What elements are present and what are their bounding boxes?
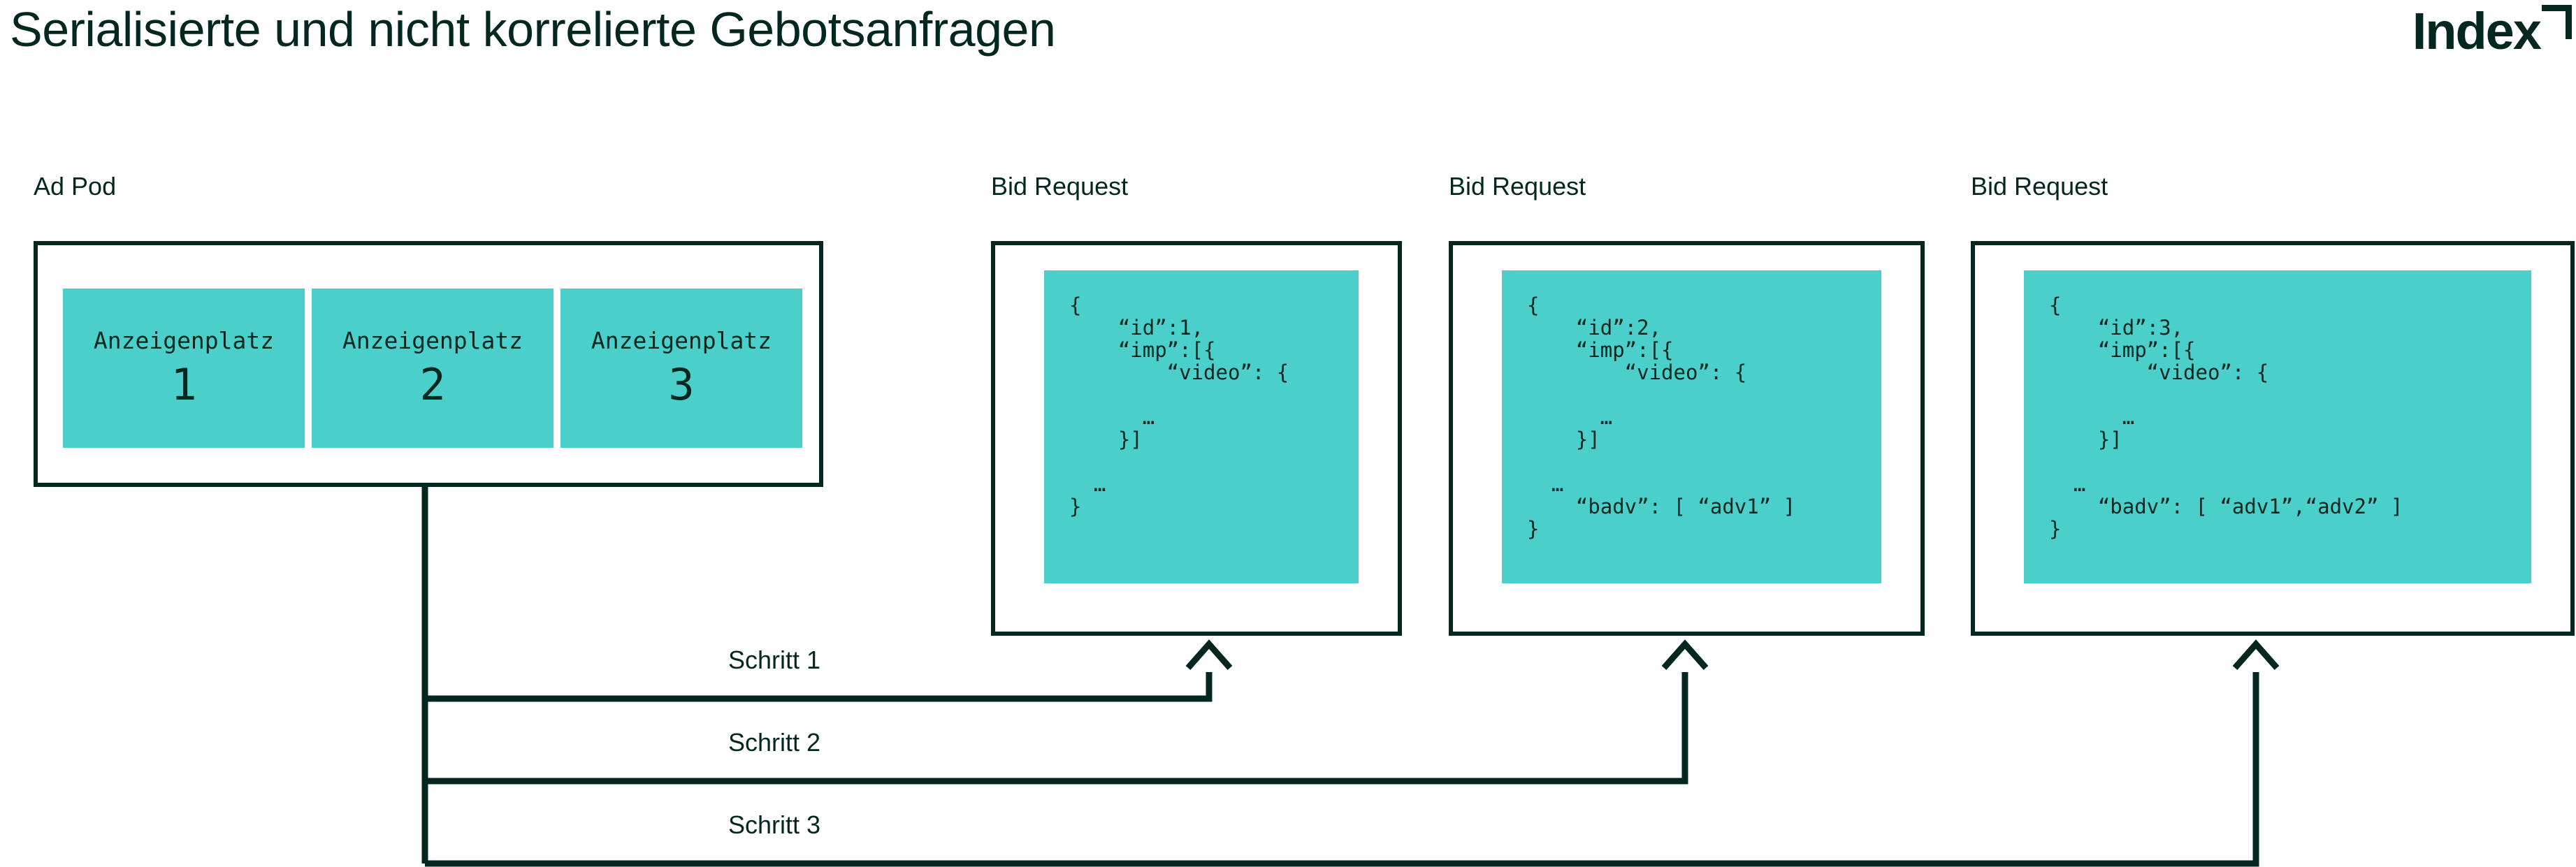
bid-request-1-code-panel: { “id”:1, “imp”:[{ “video”: { … }] … } <box>1044 270 1359 583</box>
ad-slot-3[interactable]: Anzeigenplatz 3 <box>560 289 802 448</box>
bid-request-1-container: { “id”:1, “imp”:[{ “video”: { … }] … } <box>991 241 1402 636</box>
brand-wordmark: Index <box>2412 2 2542 60</box>
bid-request-2-container: { “id”:2, “imp”:[{ “video”: { … }] … “ba… <box>1449 241 1925 636</box>
ad-pod-label: Ad Pod <box>34 172 117 201</box>
step-1-label: Schritt 1 <box>728 646 821 674</box>
bid-request-2-code-panel: { “id”:2, “imp”:[{ “video”: { … }] … “ba… <box>1502 270 1881 583</box>
bid-request-1-code: { “id”:1, “imp”:[{ “video”: { … }] … } <box>1069 293 1289 518</box>
ad-slot-2-number: 2 <box>419 359 446 410</box>
bid-request-2-label: Bid Request <box>1449 172 1586 201</box>
bid-request-3-label: Bid Request <box>1971 172 2108 201</box>
ad-slot-1-number: 1 <box>171 359 197 410</box>
bid-request-3-container: { “id”:3, “imp”:[{ “video”: { … }] … “ba… <box>1971 241 2575 636</box>
step-3-label: Schritt 3 <box>728 810 821 839</box>
ad-slot-1[interactable]: Anzeigenplatz 1 <box>63 289 305 448</box>
ad-slot-2-name: Anzeigenplatz <box>342 327 523 354</box>
corner-bracket-icon <box>2542 4 2572 39</box>
ad-slot-3-number: 3 <box>668 359 695 410</box>
ad-slot-3-name: Anzeigenplatz <box>591 327 772 354</box>
ad-slot-1-name: Anzeigenplatz <box>93 327 275 354</box>
ad-slot-2[interactable]: Anzeigenplatz 2 <box>312 289 553 448</box>
step-3-arrowhead-icon <box>2232 639 2280 670</box>
step-1-connector <box>425 672 1213 702</box>
step-2-arrowhead-icon <box>1661 639 1709 670</box>
step-3-connector <box>425 672 2259 867</box>
bid-request-2-code: { “id”:2, “imp”:[{ “video”: { … }] … “ba… <box>1527 293 1796 541</box>
bid-request-3-code: { “id”:3, “imp”:[{ “video”: { … }] … “ba… <box>2049 293 2403 541</box>
page-title: Serialisierte und nicht korrelierte Gebo… <box>10 2 1056 57</box>
step-2-connector <box>425 672 1688 785</box>
step-2-label: Schritt 2 <box>728 728 821 757</box>
bid-request-1-label: Bid Request <box>991 172 1129 201</box>
step-1-arrowhead-icon <box>1185 639 1233 670</box>
ad-pod-container: Anzeigenplatz 1 Anzeigenplatz 2 Anzeigen… <box>34 241 823 487</box>
bid-request-3-code-panel: { “id”:3, “imp”:[{ “video”: { … }] … “ba… <box>2024 270 2531 583</box>
brand-logo: Index <box>2412 1 2572 61</box>
